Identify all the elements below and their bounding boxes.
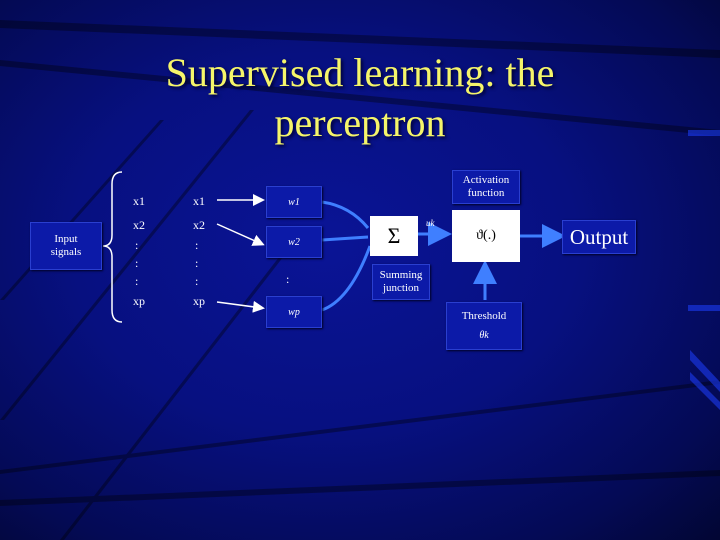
summing-junction-box: Σ — [370, 216, 418, 256]
slide-title: Supervised learning: the perceptron — [60, 48, 660, 148]
activation-function-box: ϑ(.) — [452, 210, 520, 262]
summing-line-2: junction — [382, 282, 420, 294]
input-right-dots-2: : — [195, 256, 199, 270]
input-left-x2: x2 — [133, 218, 145, 232]
input-signals-line-2: signals — [50, 246, 82, 258]
activation-function-label-box: Activation function — [452, 170, 520, 204]
weight-box-w1: w1 — [266, 186, 322, 218]
input-left-dots-3: : — [135, 274, 139, 288]
threshold-box: Threshold θk — [446, 302, 522, 350]
input-right-xp: xp — [193, 294, 205, 308]
input-signals-box: Input signals — [30, 222, 102, 270]
weight-box-w2: w2 — [266, 226, 322, 258]
input-right-dots-1: : — [195, 238, 199, 252]
weight-w1-label: w1 — [288, 196, 300, 208]
output-label: Output — [569, 224, 629, 249]
summing-junction-label-box: Summing junction — [372, 264, 430, 300]
sum-symbol: Σ — [387, 223, 401, 248]
input-right-dots-3: : — [195, 274, 199, 288]
weight-box-wp: wp — [266, 296, 322, 328]
title-line-1: Supervised learning: the — [165, 50, 555, 95]
summing-line-1: Summing — [379, 269, 423, 281]
weight-wp-label: wp — [288, 306, 300, 318]
threshold-symbol: θk — [479, 330, 489, 341]
input-left-dots-2: : — [135, 256, 139, 270]
weight-dots: : — [286, 272, 290, 286]
input-signals-line-1: Input — [54, 233, 78, 245]
title-line-2: perceptron — [274, 100, 446, 145]
activation-symbol: ϑ(.) — [476, 228, 496, 243]
weight-w2-label: w2 — [288, 236, 300, 248]
activation-line-1: Activation — [462, 174, 510, 186]
threshold-label: Threshold — [461, 310, 507, 322]
input-right-x2: x2 — [193, 218, 205, 232]
activation-line-2: function — [467, 187, 505, 199]
input-left-xp: xp — [133, 294, 145, 308]
input-right-x1: x1 — [193, 194, 205, 208]
input-left-dots-1: : — [135, 238, 139, 252]
sum-output-label: uk — [426, 218, 435, 228]
input-left-x1: x1 — [133, 194, 145, 208]
output-box: Output — [562, 220, 636, 254]
